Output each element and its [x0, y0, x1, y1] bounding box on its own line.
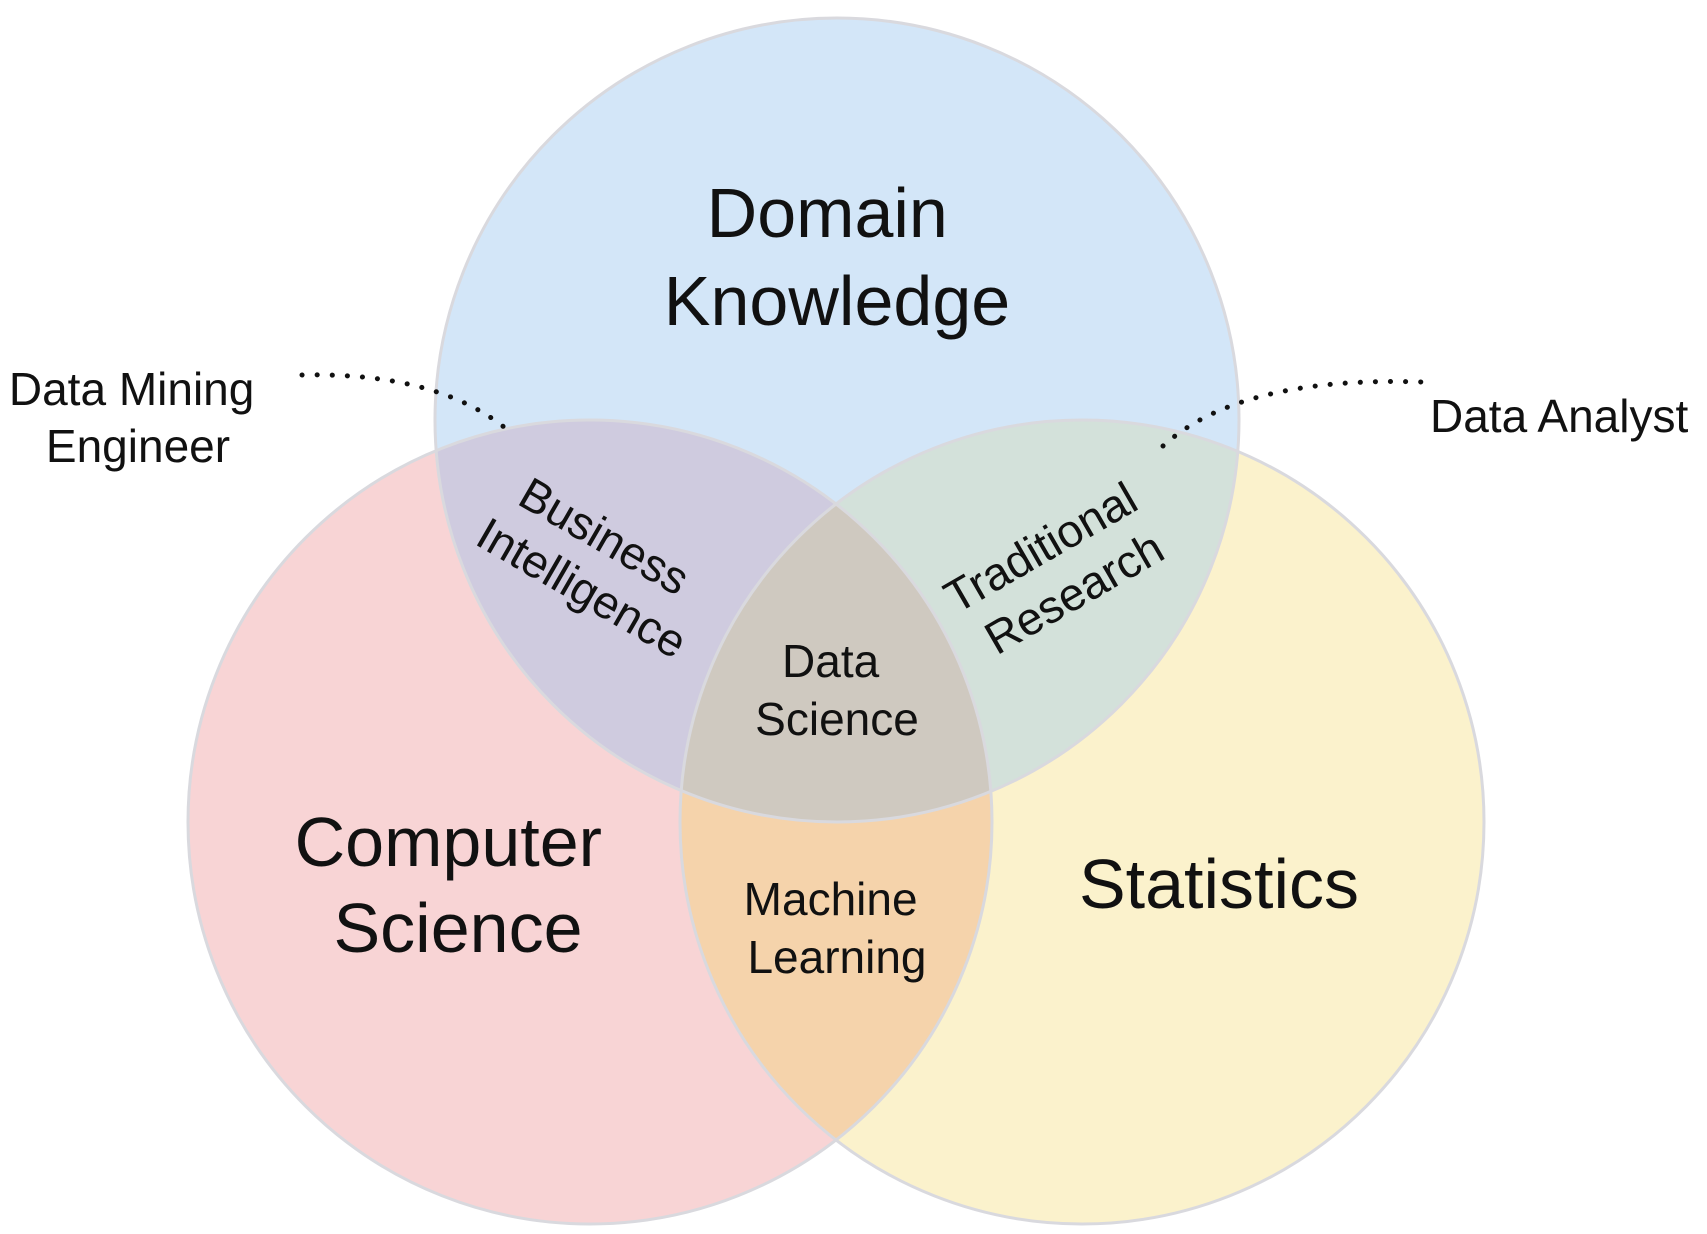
computer-science-label-line-1: Computer	[295, 803, 602, 881]
circle-outlines	[186, 16, 1486, 1226]
statistics-label: Statistics	[1079, 845, 1359, 923]
statistics-label-line-1: Statistics	[1079, 845, 1359, 923]
data-science-label-line-2: Science	[755, 693, 919, 745]
data-analyst-label: Data Analyst	[1430, 390, 1688, 442]
data-mining-engineer-connector	[299, 372, 513, 435]
machine-learning-label: Machine Learning	[744, 873, 931, 983]
machine-learning-label-line-1: Machine	[744, 873, 918, 925]
domain-knowledge-label: Domain Knowledge	[664, 174, 1010, 340]
data-science-label: Data Science	[755, 635, 919, 745]
data-mining-engineer-label: Data Mining Engineer	[9, 363, 267, 472]
computer-science-label-line-2: Science	[333, 889, 582, 967]
domain-knowledge-label-line-2: Knowledge	[664, 262, 1010, 340]
machine-learning-label-line-2: Learning	[747, 931, 926, 983]
data-analyst-label-line-1: Data Analyst	[1430, 390, 1688, 442]
data-mining-engineer-label-line-1: Data Mining	[9, 363, 254, 415]
data-science-label-line-1: Data	[782, 635, 880, 687]
domain-knowledge-label-line-1: Domain	[707, 174, 948, 252]
data-science-region	[680, 420, 992, 822]
data-analyst-connector	[1160, 379, 1425, 449]
computer-science-label: Computer Science	[295, 803, 622, 967]
data-mining-engineer-label-line-2: Engineer	[46, 420, 230, 472]
